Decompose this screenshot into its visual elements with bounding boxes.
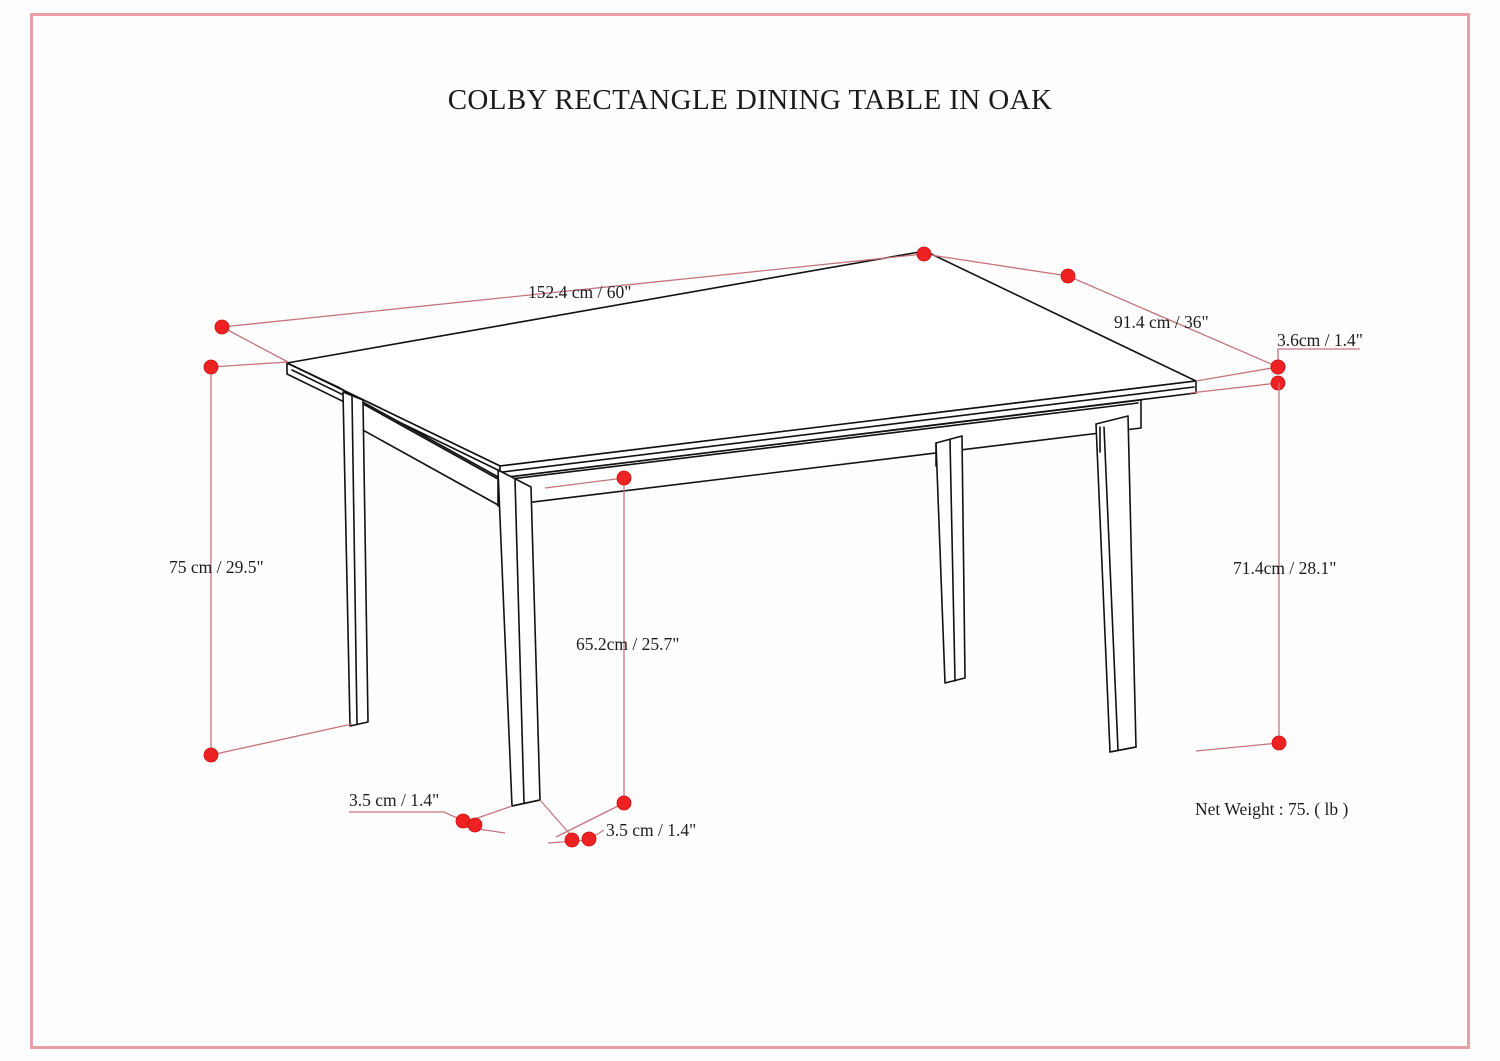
dimension-overall-height-leader-top (210, 361, 289, 368)
dimension-marker-clearance-bottom (616, 795, 632, 811)
dimension-label-width: 152.4 cm / 60" (528, 282, 631, 302)
dimension-label-depth: 91.4 cm / 36" (1114, 312, 1209, 332)
dimension-clearance: 65.2cm / 25.7" (544, 470, 679, 838)
dimension-marker-thickness-top (1270, 359, 1286, 375)
dimension-leg-height-leader-bottom (1195, 742, 1280, 752)
dimension-label-clearance: 65.2cm / 25.7" (576, 634, 679, 654)
table-leg-back-left (342, 391, 369, 727)
dimension-clearance-leader-top (544, 477, 625, 489)
dimension-marker-clearance-top (616, 470, 632, 486)
dimension-marker-leg-height-bottom (1271, 735, 1287, 751)
dimension-leg-height: 71.4cm / 28.1" (1195, 383, 1336, 752)
table-leg-back-right-edge (949, 439, 956, 682)
table-leg-front-right-foot (1109, 746, 1137, 753)
dimension-marker-width-left (214, 319, 230, 335)
dimension-label-leg-width-front: 3.5 cm / 1.4" (349, 790, 439, 810)
dimension-thickness: 3.6cm / 1.4" (1189, 330, 1363, 394)
dimension-label-leg-height: 71.4cm / 28.1" (1233, 558, 1336, 578)
apron-inner-line-left (355, 399, 499, 480)
dimension-leg-width-front-leader (349, 811, 467, 823)
dimension-label-overall-height: 75 cm / 29.5" (169, 557, 264, 577)
net-weight-label: Net Weight : 75. ( lb ) (1195, 799, 1348, 819)
dimension-leg-width-front: 3.5 cm / 1.4" (349, 790, 513, 834)
dimension-width-line (221, 253, 925, 328)
dimension-marker-overall-height-bottom (203, 747, 219, 763)
dimension-thickness-bracket (1277, 348, 1360, 367)
dimension-width-extension-left (221, 326, 289, 363)
tabletop-bevel-line-right (501, 386, 1195, 473)
dimension-marker-depth-top (1060, 268, 1076, 284)
dimension-leg-width-side: 3.5 cm / 1.4" (539, 799, 696, 848)
dimension-width: 152.4 cm / 60" (214, 246, 1069, 363)
table-object (286, 250, 1197, 807)
dimension-marker-leg-width-side-a (564, 832, 580, 848)
dimension-depth-line (1067, 275, 1279, 368)
dimension-thickness-leader-bottom (1189, 382, 1279, 394)
dimension-marker-thickness-bottom (1270, 375, 1286, 391)
dimension-marker-leg-width-side-b (581, 831, 597, 847)
table-leg-front-right-edge-a (1103, 426, 1119, 751)
dimension-label-thickness: 3.6cm / 1.4" (1277, 330, 1363, 350)
table-leg-front-left-foot (511, 799, 541, 807)
dimension-thickness-leader-top (1195, 366, 1279, 382)
table-leg-back-left-edge (351, 395, 358, 725)
page-title: COLBY RECTANGLE DINING TABLE IN OAK (447, 84, 1053, 116)
table-leg-front-left-edge-a (514, 478, 525, 804)
apron-inner-line-right (501, 402, 1139, 481)
dimension-marker-overall-height-top (203, 359, 219, 375)
dimension-overall-height-leader-bottom (210, 723, 353, 756)
dimension-marker-width-right (916, 246, 932, 262)
dimension-label-leg-width-side: 3.5 cm / 1.4" (606, 820, 696, 840)
dimension-width-extension-right (923, 253, 1069, 277)
table-leg-back-right (935, 435, 966, 684)
dimension-marker-leg-width-front-b (467, 817, 483, 833)
dimension-overall-height: 75 cm / 29.5" (169, 359, 353, 763)
